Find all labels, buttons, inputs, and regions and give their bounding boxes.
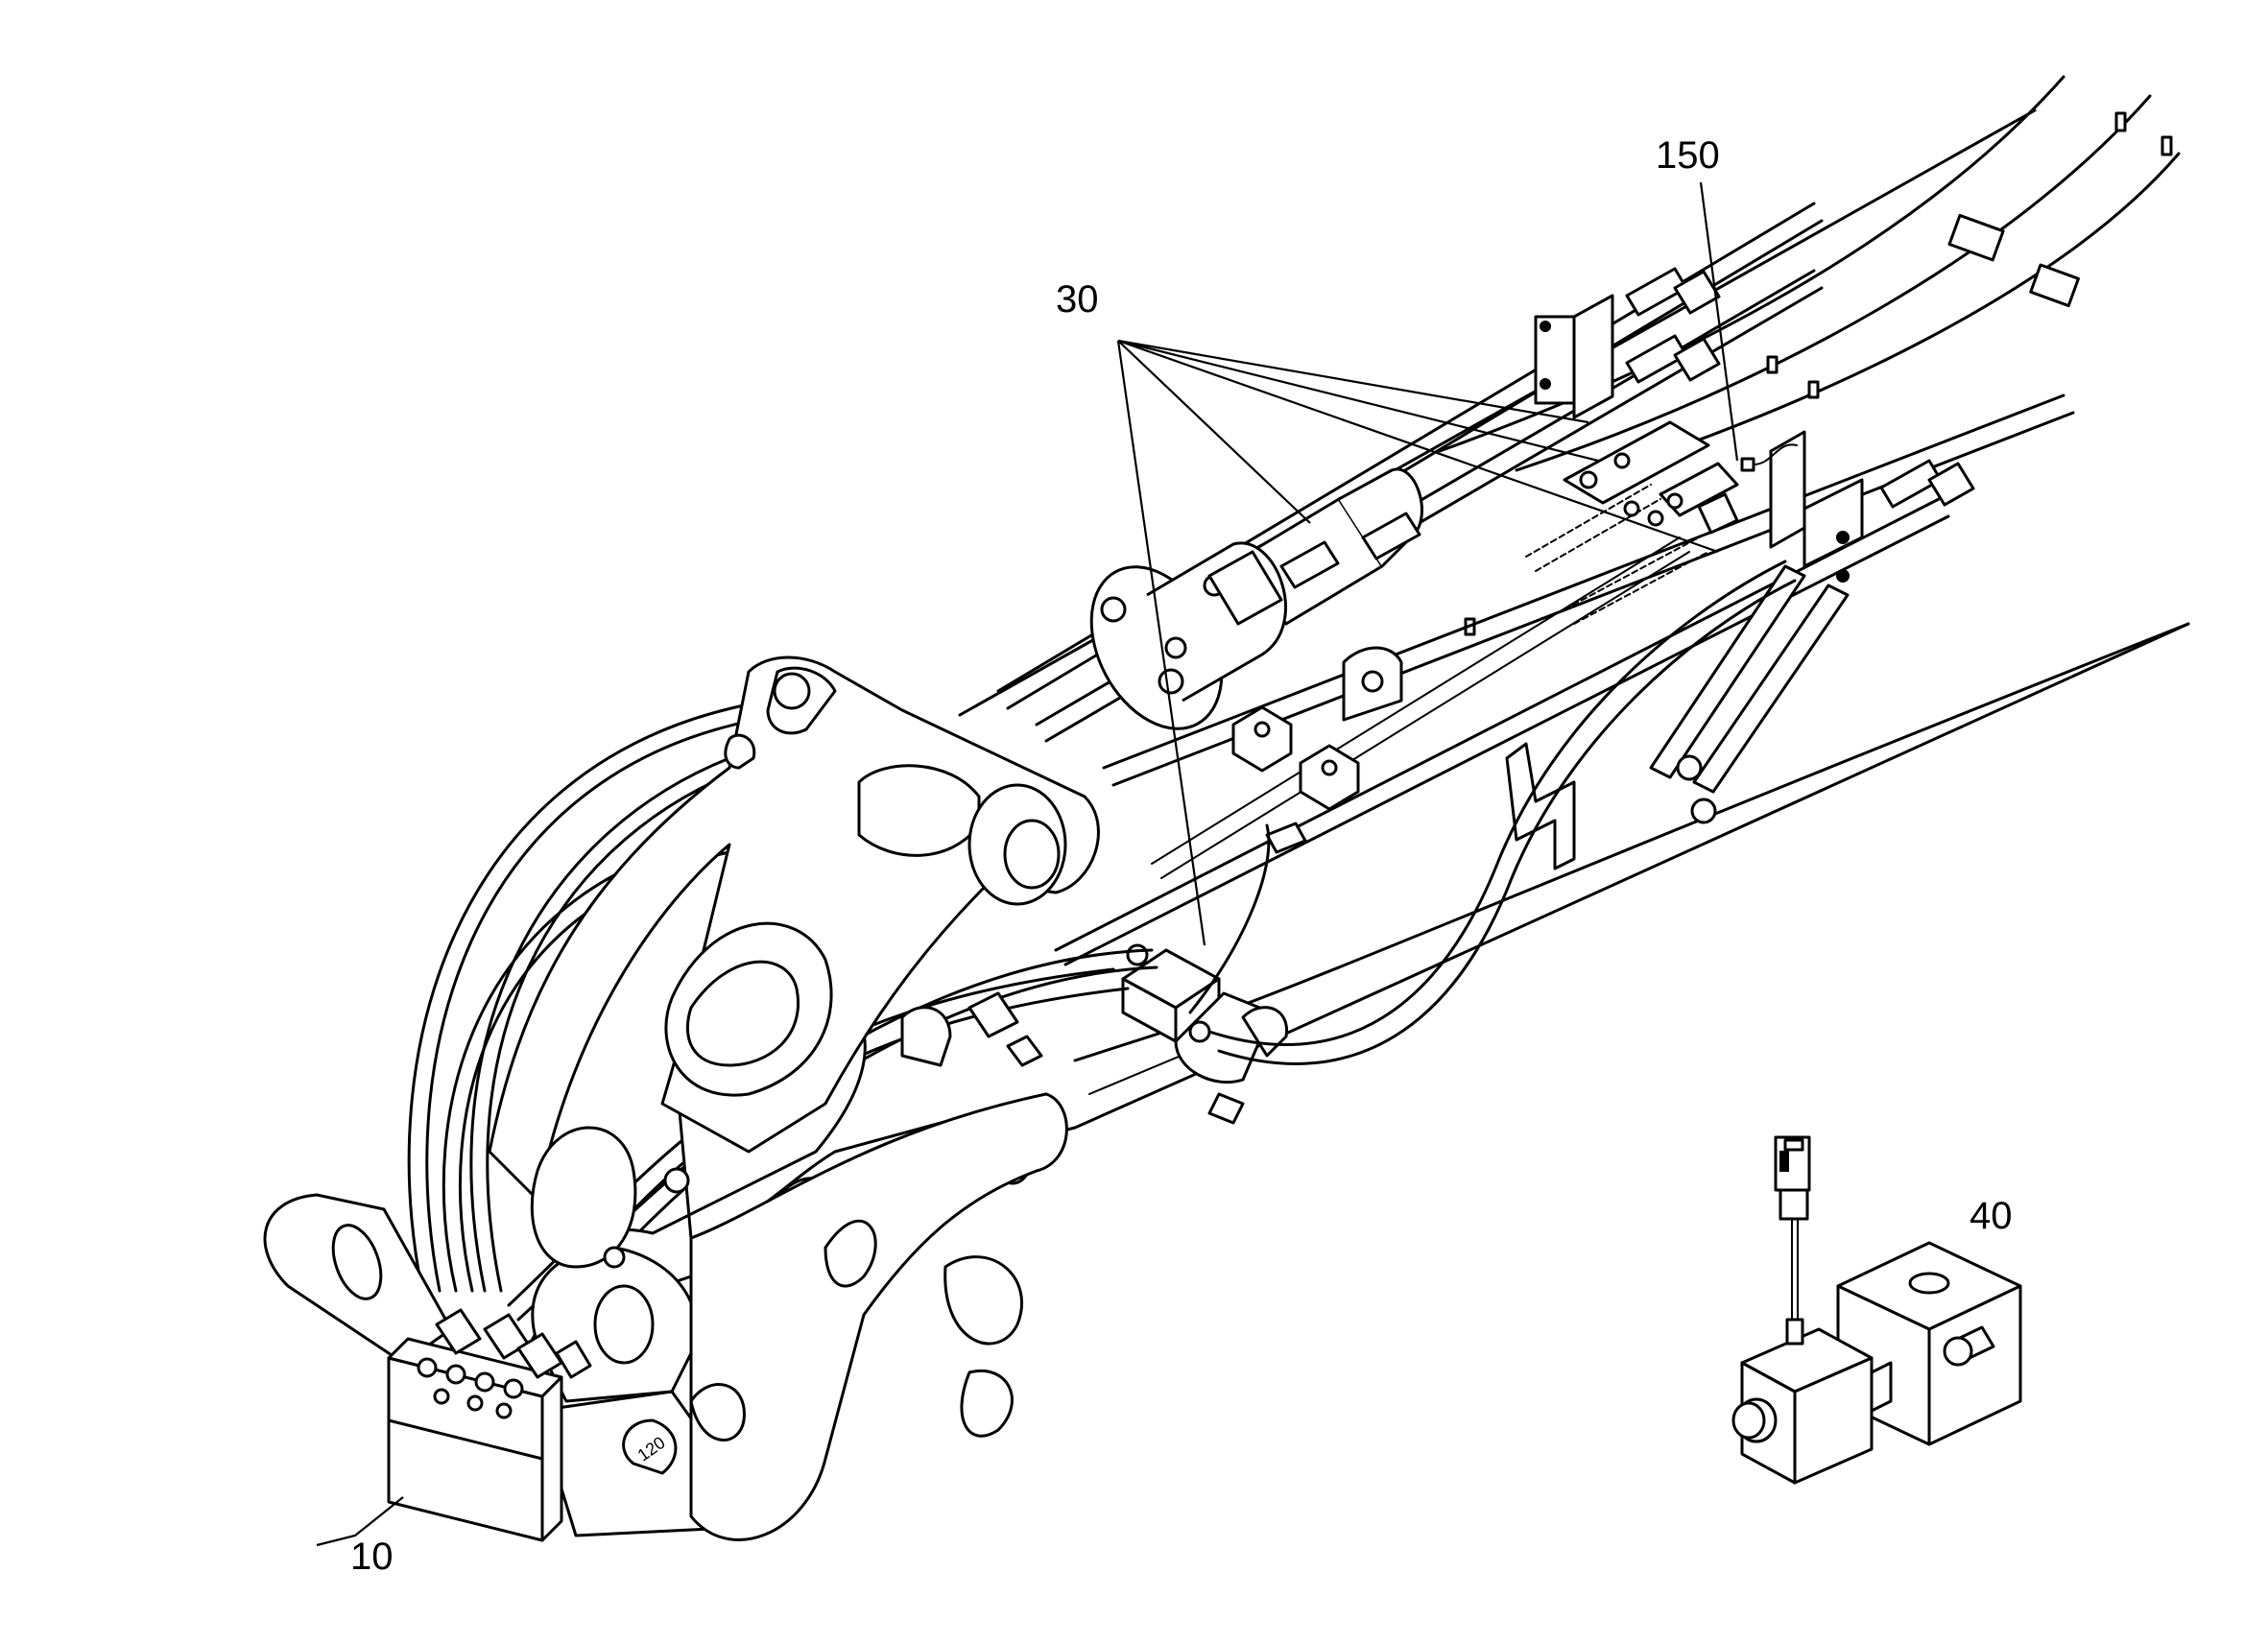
sensor-connector — [1740, 457, 1755, 472]
boom-arm — [958, 75, 2190, 1144]
pipe-brackets — [1505, 294, 1864, 870]
boom-pad — [1947, 213, 2005, 262]
coupler-id-plate — [622, 1418, 678, 1475]
manifold-block — [387, 1308, 592, 1542]
boom-pad — [2029, 263, 2080, 308]
callout-40: 40 — [1970, 1195, 2013, 1237]
quick-coupler: 120 — [263, 980, 1068, 1541]
leader-30-e — [1117, 339, 1599, 463]
boom-head-link — [488, 655, 1100, 1269]
valve-assembly — [1731, 1135, 2022, 1485]
leader-30-c — [1117, 340, 1311, 524]
mid-clamp — [1121, 943, 1288, 1125]
callout-30: 30 — [1056, 278, 1099, 321]
callouts: 30 150 40 10 — [350, 134, 2013, 1578]
hydraulic-cylinder — [1089, 467, 1423, 730]
callout-10: 10 — [350, 1536, 394, 1578]
leader-30-b — [1117, 339, 1719, 554]
junction-cluster — [1525, 420, 1798, 625]
leader-30-a — [1117, 339, 1589, 424]
leader-150 — [1699, 181, 1739, 462]
hose-fittings-upper — [1625, 267, 1975, 509]
leader-30-d — [1116, 340, 1206, 946]
callout-leaders — [316, 181, 1739, 1547]
pipe-clamps — [1231, 646, 1403, 854]
leader-10 — [316, 1496, 404, 1547]
callout-150: 150 — [1656, 134, 1720, 177]
